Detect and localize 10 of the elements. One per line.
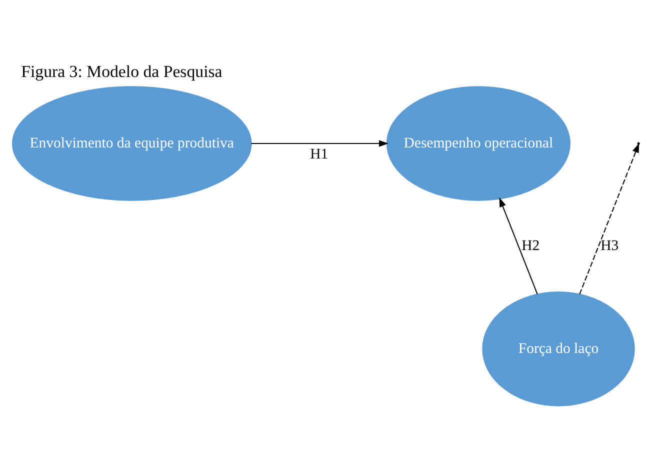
node-ellipse: Desempenho operacional — [386, 86, 570, 200]
arrow — [579, 142, 640, 294]
edge-label: H2 — [522, 238, 540, 254]
edge-label: H3 — [600, 238, 619, 254]
node-ellipse: Força do laço — [482, 291, 635, 406]
diagram-title: Figura 3: Modelo da Pesquisa — [21, 61, 222, 80]
arrow — [251, 140, 388, 146]
node-ellipse: Envolvimento da equipe produtiva — [12, 86, 252, 200]
arrow — [499, 196, 538, 294]
edge-label: H1 — [310, 146, 328, 162]
